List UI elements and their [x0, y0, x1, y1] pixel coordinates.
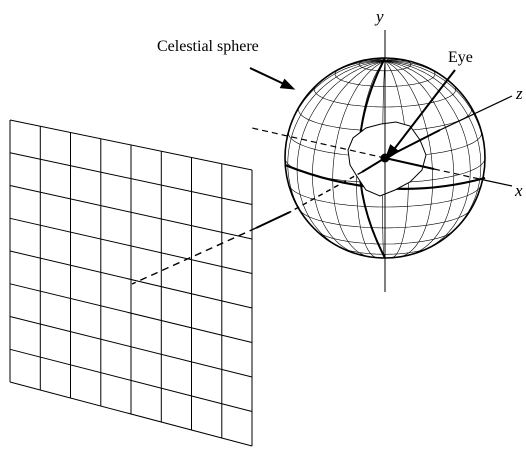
plane-grid-horizontal-line	[9, 348, 253, 412]
plane-grid-horizontal-line	[9, 316, 253, 378]
x-axis-hidden	[433, 168, 485, 181]
eye-pointer-arrowhead	[384, 144, 400, 162]
negative-x-axis-dashed	[251, 127, 386, 159]
sphere-parallel-line	[339, 246, 431, 255]
sphere-parallel-line	[334, 67, 436, 87]
sphere-meridian-line	[287, 60, 461, 231]
z-axis-label: z	[515, 84, 523, 103]
sphere-meridian-line	[312, 59, 412, 255]
sphere-meridian-line	[346, 60, 471, 251]
eye-label: Eye	[448, 49, 473, 66]
x-axis-label: x	[514, 181, 523, 200]
sphere-parallel-line	[315, 230, 455, 245]
sphere-pointer-arrowhead	[279, 78, 296, 90]
projection-plane-grid	[9, 119, 253, 447]
sight-line-hidden	[289, 171, 363, 213]
sphere-parallel-line	[314, 84, 456, 108]
sphere-parallel-line	[298, 209, 472, 229]
sphere-meridian-line	[372, 58, 433, 258]
sight-line-dashed	[131, 227, 257, 285]
coordinate-axes	[251, 30, 513, 292]
plane-grid-horizontal-line	[9, 283, 253, 343]
sphere-pointer-line	[249, 67, 285, 85]
sight-line-outside	[255, 211, 291, 229]
plane-grid-horizontal-line	[9, 217, 253, 274]
pointer-arrows	[249, 67, 456, 162]
y-axis-label: y	[374, 7, 384, 26]
plane-grid-horizontal-line	[9, 381, 253, 447]
z-axis-outside	[439, 95, 513, 131]
plane-grid-horizontal-line	[9, 152, 253, 205]
x-axis-outside	[483, 179, 513, 187]
celestial-sphere	[284, 57, 486, 259]
celestial-sphere-label: Celestial sphere	[157, 38, 259, 55]
plane-grid-horizontal-line	[9, 119, 253, 171]
x-axis-inside	[384, 157, 435, 170]
plane-grid-horizontal-line	[9, 250, 253, 309]
plane-grid-horizontal-line	[9, 185, 253, 240]
sphere-parallel-line	[358, 57, 412, 72]
eye-pointer-line	[391, 69, 456, 153]
